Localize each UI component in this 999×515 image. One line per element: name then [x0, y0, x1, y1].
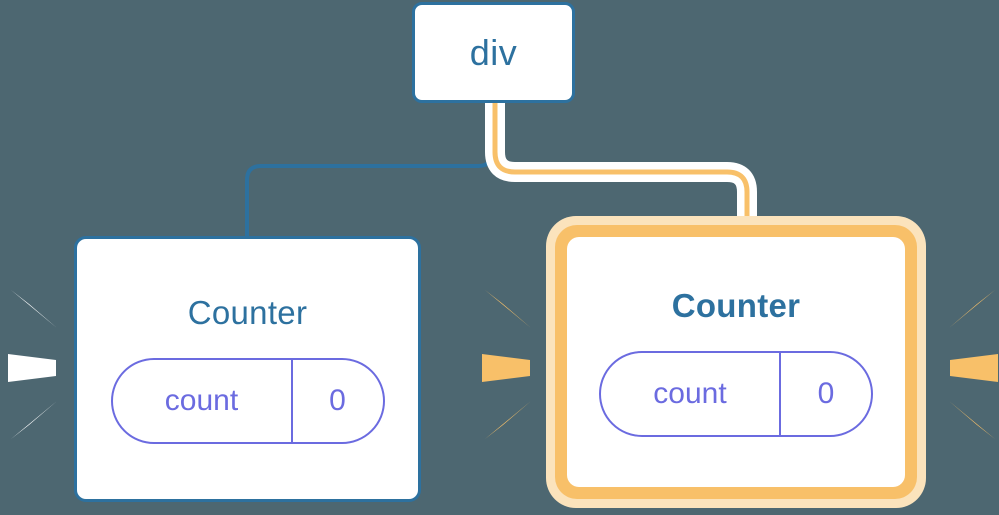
node-counter-left[interactable]: Counter count 0: [74, 236, 421, 502]
state-key-label: count: [164, 384, 239, 417]
node-counter-right-title: Counter: [671, 287, 801, 324]
state-key-label: count: [653, 377, 727, 410]
node-div[interactable]: div: [412, 2, 575, 103]
sparkle-rays-right-counter-right: [949, 290, 998, 439]
node-div-label: div: [469, 31, 518, 73]
highlight-glow-counter-right: Counter count 0: [546, 216, 926, 508]
state-pill-counter-right: count 0: [599, 351, 873, 437]
sparkle-rays-right-counter-left: [482, 290, 531, 439]
node-counter-right[interactable]: Counter count 0: [567, 237, 905, 487]
edge-root-to-counter-left: [245, 101, 494, 238]
sparkle-rays-left-counter-left: [8, 290, 57, 439]
state-value-label: 0: [290, 360, 383, 442]
highlight-ring-counter-right: Counter count 0: [555, 225, 917, 499]
node-counter-left-title: Counter: [187, 294, 308, 331]
state-pill-counter-left: count 0: [110, 358, 385, 444]
edge-root-to-counter-right-halo: [485, 103, 757, 226]
state-value-label: 0: [779, 353, 871, 435]
edge-root-to-counter-right: [492, 103, 750, 226]
